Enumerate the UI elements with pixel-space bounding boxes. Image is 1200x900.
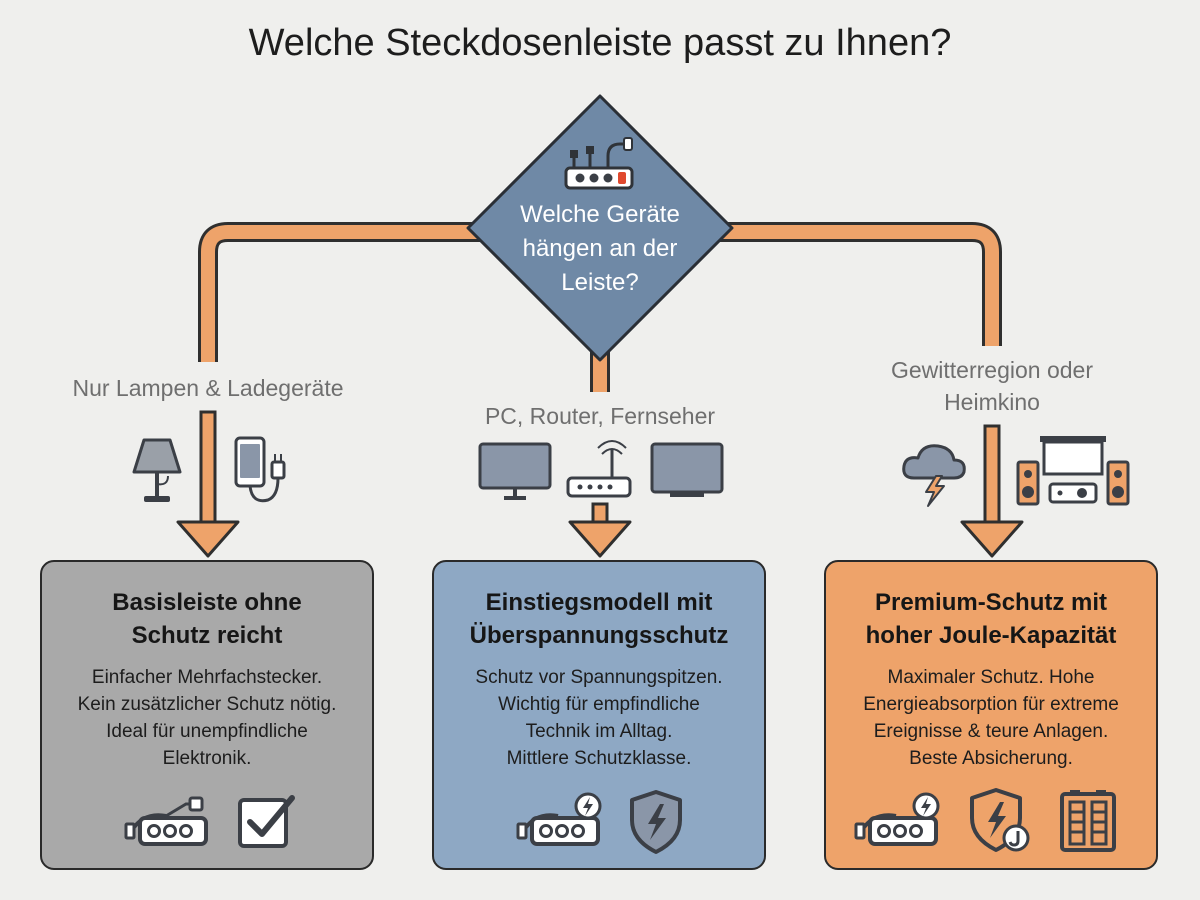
branch-label-line: PC, Router, Fernseher <box>484 403 716 429</box>
arrow-right <box>960 424 1024 558</box>
branch-label-line: Heimkino <box>944 389 1040 415</box>
card-description: Einfacher Mehrfachstecker. Kein zusätzli… <box>54 664 360 772</box>
card-title: Basisleiste ohne Schutz reicht <box>52 586 362 652</box>
card-text-line: Technik im Alltag. <box>525 721 673 742</box>
card-title-line: Premium-Schutz mit <box>874 589 1108 616</box>
card-icons <box>516 790 682 854</box>
card-title-line: Schutz reicht <box>131 622 283 649</box>
home-theater-icon <box>1016 436 1130 506</box>
branch-label-line: Nur Lampen & Ladegeräte <box>72 375 344 401</box>
question-line: Leiste? <box>561 269 639 296</box>
card-title: Einstiegsmodell mit Überspannungsschutz <box>444 586 754 652</box>
card-icons <box>854 788 1116 852</box>
arrow-left <box>176 410 240 558</box>
card-title: Premium-Schutz mit hoher Joule-Kapazität <box>836 586 1146 652</box>
card-text-line: Maximaler Schutz. Hohe <box>887 667 1095 688</box>
lamp-icon <box>132 438 182 502</box>
power-strip-plug-icon <box>564 137 634 190</box>
branch-label-basic: Nur Lampen & Ladegeräte <box>30 372 386 404</box>
checkbox-icon <box>238 795 295 848</box>
card-text-line: Einfacher Mehrfachstecker. <box>91 667 323 688</box>
card-text-line: Wichtig für empfindliche <box>498 694 700 715</box>
shield-joule-icon <box>970 788 1030 852</box>
card-text-line: Beste Absicherung. <box>909 748 1073 769</box>
phone-charger-icon <box>234 436 286 503</box>
result-card-premium: Premium-Schutz mit hoher Joule-Kapazität… <box>824 560 1158 870</box>
card-text-line: Mittlere Schutzklasse. <box>506 748 692 769</box>
shield-lightning-icon <box>630 790 682 854</box>
branch-label-premium: Gewitterregion oder Heimkino <box>814 354 1170 418</box>
surge-power-strip-icon <box>854 792 940 846</box>
arrow-middle <box>568 502 632 558</box>
result-card-basic: Basisleiste ohne Schutz reicht Einfacher… <box>40 560 374 870</box>
card-title-line: Einstiegsmodell mit <box>485 589 713 616</box>
card-text-line: Energieabsorption für extreme <box>863 694 1119 715</box>
decision-question: Welche Geräte hängen an der Leiste? <box>470 198 730 300</box>
branch-label-entry: PC, Router, Fernseher <box>422 400 778 432</box>
card-title-line: hoher Joule-Kapazität <box>865 622 1117 649</box>
card-text-line: Ideal für unempfindliche <box>106 721 308 742</box>
tv-icon <box>650 442 724 497</box>
card-text-line: Kein zusätzlicher Schutz nötig. <box>77 694 337 715</box>
router-icon <box>566 440 632 498</box>
result-card-entry: Einstiegsmodell mit Überspannungsschutz … <box>432 560 766 870</box>
card-icons <box>124 795 295 848</box>
question-line: Welche Geräte <box>520 201 680 228</box>
card-text-line: Elektronik. <box>162 748 252 769</box>
card-text-line: Ereignisse & teure Anlagen. <box>873 721 1109 742</box>
question-line: hängen an der <box>522 235 678 262</box>
monitor-icon <box>478 442 552 500</box>
card-description: Schutz vor Spannungspitzen. Wichtig für … <box>446 664 752 772</box>
decision-diamond <box>466 94 734 362</box>
storm-cloud-icon <box>902 444 966 507</box>
battery-capacity-icon <box>1060 790 1116 852</box>
card-text-line: Schutz vor Spannungspitzen. <box>475 667 723 688</box>
card-title-line: Überspannungsschutz <box>469 622 729 649</box>
page-title: Welche Steckdosenleiste passt zu Ihnen? <box>248 22 952 64</box>
card-title-line: Basisleiste ohne <box>112 589 302 616</box>
card-description: Maximaler Schutz. Hohe Energieabsorption… <box>838 664 1144 772</box>
power-strip-icon <box>124 796 208 846</box>
surge-power-strip-icon <box>516 792 602 846</box>
branch-label-line: Gewitterregion oder <box>891 357 1093 383</box>
